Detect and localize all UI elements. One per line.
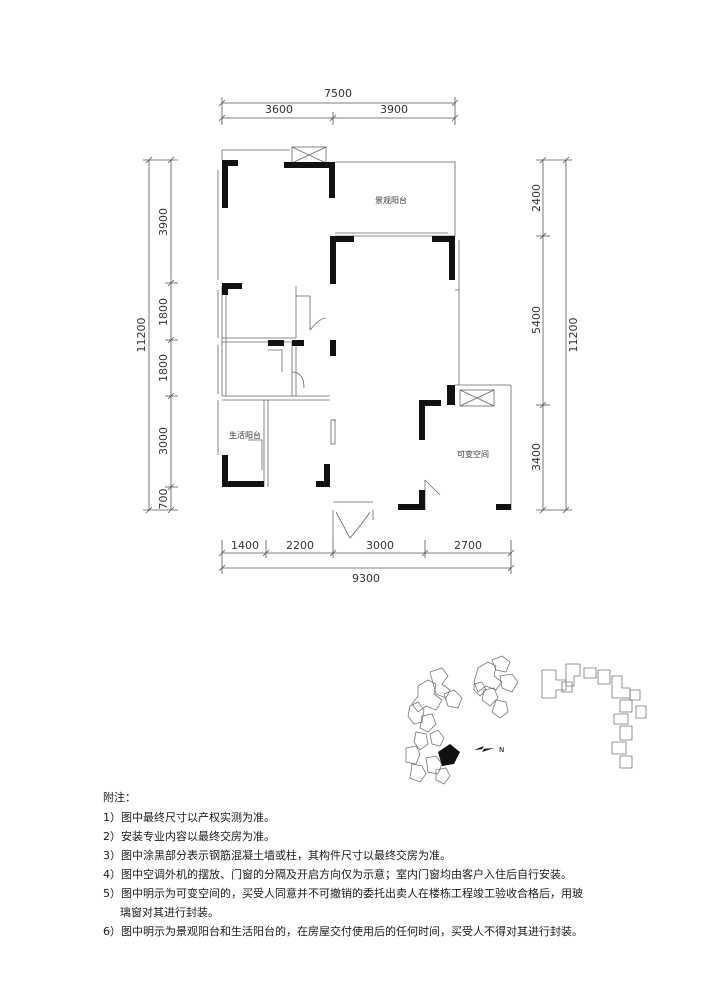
north-arrow-icon: N	[474, 746, 504, 754]
room-view-balcony: 景观阳台	[375, 195, 407, 205]
dim-right-seg-2: 5400	[530, 306, 543, 334]
dim-left-total: 11200	[135, 318, 148, 353]
dim-top-total: 7500	[324, 87, 352, 100]
dim-left-seg-5: 700	[157, 489, 170, 510]
note-item: 1）图中最终尺寸以产权实测为准。	[103, 811, 275, 824]
dim-top-left: 3600	[265, 103, 293, 116]
room-flexible-space: 可变空间	[457, 449, 489, 459]
dim-top-right: 3900	[380, 103, 408, 116]
dim-bottom-seg-1: 1400	[231, 539, 259, 552]
dim-left-seg-4: 3000	[157, 427, 170, 455]
north-label: N	[499, 746, 504, 754]
room-living-balcony: 生活阳台	[229, 430, 261, 440]
note-item: 2）安装专业内容以最终交房为准。	[103, 830, 275, 843]
dim-left-seg-3: 1800	[157, 354, 170, 382]
highlighted-building-icon	[438, 744, 460, 766]
note-item: 5）图中明示为可变空间的，买受人同意并不可撤销的委托出卖人在楼栋工程竣工验收合格…	[103, 887, 583, 900]
dim-bottom-seg-2: 2200	[286, 539, 314, 552]
dim-right-seg-1: 2400	[530, 184, 543, 212]
note-item: 3）图中涂黑部分表示钢筋混凝土墙或柱，其构件尺寸以最终交房为准。	[103, 849, 451, 862]
note-item: 4）图中空调外机的摆放、门窗的分隔及开启方向仅为示意；室内门窗均由客户入住后自行…	[103, 868, 572, 881]
dim-right-total: 11200	[567, 318, 580, 353]
concrete-walls	[222, 160, 511, 510]
dim-left-seg-1: 3900	[157, 208, 170, 236]
dim-bottom-seg-3: 3000	[366, 539, 394, 552]
dim-bottom-seg-4: 2700	[454, 539, 482, 552]
floor-plan: 7500 3600 3900 11200 3900 1800 1800 3000…	[135, 87, 580, 585]
notes-block: 附注： 1）图中最终尺寸以产权实测为准。 2）安装专业内容以最终交房为准。 3）…	[103, 788, 663, 941]
note-item: 6）图中明示为景观阳台和生活阳台的，在房屋交付使用后的任何时间，买受人不得对其进…	[103, 925, 583, 938]
dim-left-seg-2: 1800	[157, 298, 170, 326]
notes-title: 附注：	[103, 791, 136, 804]
dim-right-seg-3: 3400	[530, 443, 543, 471]
note-item-continuation: 璃窗对其进行封装。	[120, 906, 219, 919]
dim-bottom-total: 9300	[352, 572, 380, 585]
